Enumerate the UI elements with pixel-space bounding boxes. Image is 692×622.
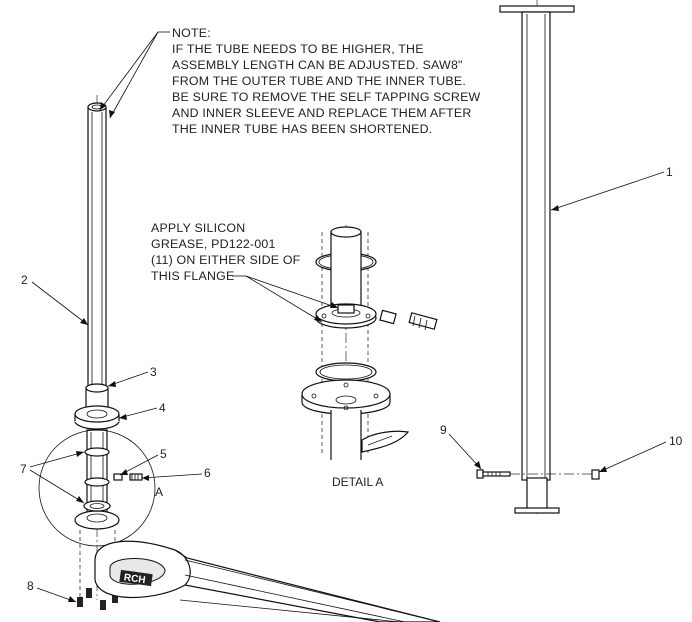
note-line-3: ASSEMBLY LENGTH CAN BE ADJUSTED. SAW8" <box>172 58 463 72</box>
assembly-note: NOTE: IF THE TUBE NEEDS TO BE HIGHER, TH… <box>99 26 481 136</box>
balloon-9: 9 <box>440 423 447 437</box>
note-line-6: AND INNER SLEEVE AND REPLACE THEM AFTER <box>172 106 472 120</box>
balloon-8: 8 <box>27 579 34 593</box>
balloon-10: 10 <box>669 434 683 448</box>
screw-part-5 <box>113 473 123 481</box>
right-assembly <box>476 0 600 515</box>
inner-tube-part-2 <box>87 102 107 394</box>
top-plate <box>499 5 575 13</box>
balloons: 1 2 3 4 5 6 7 8 9 <box>20 165 683 603</box>
o-ring-mid <box>84 477 110 487</box>
note-line-2: IF THE TUBE NEEDS TO BE HIGHER, THE <box>172 42 424 56</box>
detail-label: DETAIL A <box>332 475 383 489</box>
inner-tube-bottom <box>526 477 548 511</box>
balloon-2: 2 <box>21 273 28 287</box>
arm-base: RCH <box>94 540 441 622</box>
o-ring-upper <box>84 447 110 457</box>
balloon-4: 4 <box>159 401 166 415</box>
bottom-plate <box>514 507 560 514</box>
detail-a-view: DETAIL A <box>301 225 438 489</box>
balloon-7: 7 <box>20 462 27 476</box>
logo-text: RCH <box>123 572 146 586</box>
lower-flange <box>74 500 120 530</box>
grease-note: APPLY SILICON GREASE, PD122-001 (11) ON … <box>151 221 339 323</box>
note-line-4: FROM THE OUTER TUBE AND THE INNER TUBE. <box>172 74 466 88</box>
note-line-1: NOTE: <box>172 26 211 40</box>
grease-note-line-1: APPLY SILICON <box>151 221 245 235</box>
grease-note-line-4: THIS FLANGE <box>151 269 234 283</box>
bolt-part-9 <box>476 469 511 479</box>
grease-note-line-2: GREASE, PD122-001 <box>151 237 276 251</box>
grease-note-line-3: (11) ON EITHER SIDE OF <box>151 253 301 267</box>
detail-callout-a: A <box>155 485 163 499</box>
screw-part-6 <box>129 473 143 481</box>
note-line-5: BE SURE TO REMOVE THE SELF TAPPING SCREW <box>172 90 481 104</box>
detail-circle-a <box>38 429 156 547</box>
balloon-6: 6 <box>204 466 211 480</box>
left-assembly: A RCH <box>38 95 441 622</box>
note-line-7: THE INNER TUBE HAS BEEN SHORTENED. <box>172 122 432 136</box>
outer-tube-part-1 <box>521 11 551 481</box>
nut-part-10 <box>591 469 600 480</box>
balloon-1: 1 <box>666 165 673 179</box>
balloon-3: 3 <box>150 365 157 379</box>
flange-part-4 <box>74 405 120 430</box>
detail-screw <box>379 309 438 331</box>
balloon-5: 5 <box>160 447 167 461</box>
